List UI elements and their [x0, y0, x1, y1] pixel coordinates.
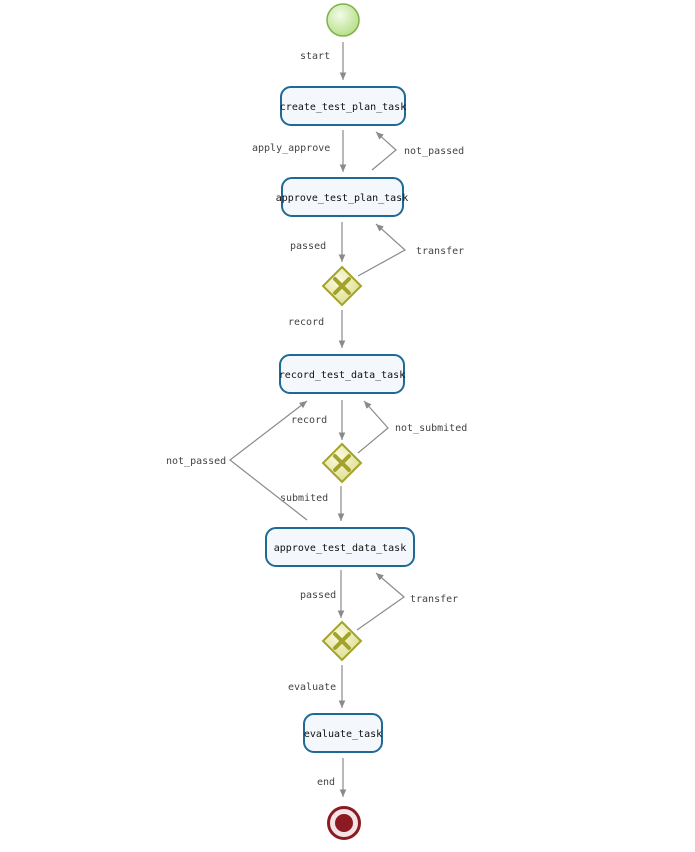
gateway-x-icon [333, 277, 351, 295]
edge-label-end: end [317, 777, 335, 788]
task-label: evaluate_task [304, 729, 382, 740]
edge-label-start: start [300, 51, 330, 62]
edge-label-apply-approve: apply_approve [252, 143, 330, 154]
edge-label-not-passed-2: not_passed [166, 456, 226, 467]
edge-label-submited: submited [280, 493, 328, 504]
task-create-test-plan[interactable]: create_test_plan_task [280, 86, 406, 126]
gateway-x-icon [333, 454, 351, 472]
edges: start apply_approve not_passed passed tr… [166, 42, 467, 797]
edge-transfer-1[interactable] [357, 223, 407, 277]
start-event-icon [326, 3, 360, 37]
task-box [279, 354, 405, 394]
task-box [280, 86, 406, 126]
exclusive-gateway-1[interactable] [321, 265, 363, 307]
edge-label-evaluate: evaluate [288, 682, 336, 693]
gateway-x-icon [333, 632, 351, 650]
task-label: record_test_data_task [279, 370, 405, 381]
task-box [265, 527, 415, 567]
task-approve-test-plan[interactable]: approve_test_plan_task [276, 177, 408, 217]
edge-label-record-2: record [291, 415, 327, 426]
task-evaluate[interactable]: evaluate_task [303, 713, 383, 753]
edge-label-transfer-2: transfer [410, 594, 458, 605]
edge-not-passed-1[interactable] [371, 131, 397, 171]
task-approve-test-data[interactable]: approve_test_data_task [265, 527, 415, 567]
task-label: approve_test_plan_task [276, 193, 408, 204]
task-label: approve_test_data_task [274, 543, 406, 554]
end-event-core [335, 814, 353, 832]
edge-not-passed-2[interactable] [229, 400, 308, 521]
edge-transfer-2[interactable] [356, 572, 405, 631]
end-event[interactable] [327, 806, 361, 840]
exclusive-gateway-2[interactable] [321, 442, 363, 484]
edge-label-passed-2: passed [300, 590, 336, 601]
edge-label-record-1: record [288, 317, 324, 328]
edge-label-not-passed-1: not_passed [404, 146, 464, 157]
task-record-test-data[interactable]: record_test_data_task [279, 354, 405, 394]
task-box [303, 713, 383, 753]
edge-label-transfer-1: transfer [416, 246, 464, 257]
edge-not-submited[interactable] [357, 400, 389, 454]
task-label: create_test_plan_task [280, 102, 406, 113]
edge-label-passed-1: passed [290, 241, 326, 252]
edge-label-not-submited: not_submited [395, 423, 467, 434]
start-event[interactable] [326, 3, 360, 37]
task-box [281, 177, 404, 217]
exclusive-gateway-3[interactable] [321, 620, 363, 662]
